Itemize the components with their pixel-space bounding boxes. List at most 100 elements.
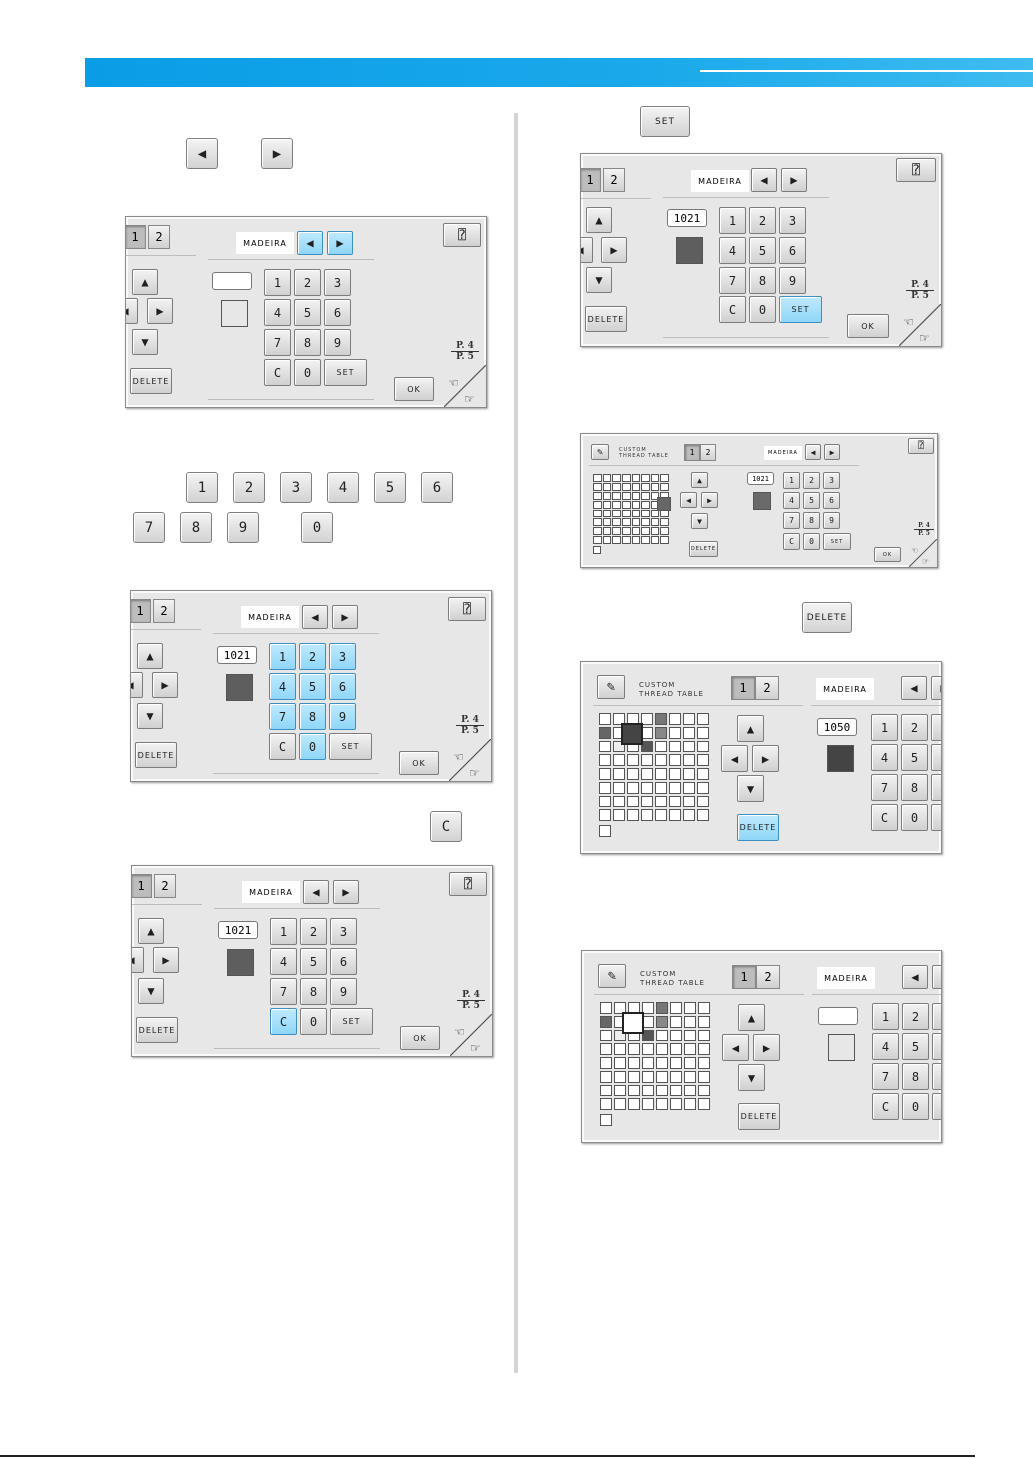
brand-next-button[interactable]: ▶ bbox=[931, 676, 941, 700]
key-6[interactable]: 6 bbox=[329, 673, 356, 700]
move-right-button[interactable]: ▶ bbox=[752, 745, 779, 772]
key-8[interactable]: 8 bbox=[902, 1063, 929, 1090]
key-6[interactable]: 6 bbox=[932, 1033, 941, 1060]
brand-prev-button[interactable]: ◀ bbox=[297, 231, 323, 255]
move-down-button[interactable]: ▼ bbox=[137, 703, 163, 729]
tab-page-2[interactable]: 2 bbox=[700, 444, 716, 461]
move-up-button[interactable]: ▲ bbox=[132, 269, 158, 295]
key-6[interactable]: 6 bbox=[779, 237, 806, 264]
key-3[interactable]: 3 bbox=[823, 472, 840, 489]
tab-page-1[interactable]: 1 bbox=[684, 444, 700, 461]
key-8[interactable]: 8 bbox=[299, 703, 326, 730]
delete-button[interactable]: DELETE bbox=[737, 814, 779, 841]
key-1[interactable]: 1 bbox=[270, 918, 297, 945]
key-3[interactable]: 3 bbox=[330, 918, 357, 945]
brand-next-button[interactable]: ▶ bbox=[333, 880, 359, 904]
page-turn-icon[interactable]: ☜ ☞ bbox=[449, 739, 491, 781]
key-9[interactable]: 9 bbox=[324, 329, 351, 356]
set-button[interactable]: SET bbox=[329, 733, 372, 760]
extra-cell[interactable] bbox=[593, 546, 601, 554]
key-7[interactable]: 7 bbox=[871, 774, 898, 801]
ok-button[interactable]: OK bbox=[847, 314, 889, 338]
key-1[interactable]: 1 bbox=[269, 643, 296, 670]
key-0[interactable]: 0 bbox=[901, 804, 928, 831]
key-c[interactable]: C bbox=[269, 733, 296, 760]
help-book-icon[interactable]: ⍰ bbox=[449, 872, 487, 896]
move-up-button[interactable]: ▲ bbox=[137, 643, 163, 669]
key-6[interactable]: 6 bbox=[330, 948, 357, 975]
move-up-button[interactable]: ▲ bbox=[691, 472, 708, 488]
thread-color-grid[interactable] bbox=[600, 1002, 710, 1110]
key-4[interactable]: 4 bbox=[719, 237, 746, 264]
brand-next-button[interactable]: ▶ bbox=[932, 965, 941, 989]
tab-page-2[interactable]: 2 bbox=[154, 874, 176, 898]
tab-page-2[interactable]: 2 bbox=[755, 676, 779, 700]
selected-thread-cell[interactable] bbox=[622, 1012, 644, 1034]
key-1[interactable]: 1 bbox=[872, 1003, 899, 1030]
key-6[interactable]: 6 bbox=[324, 299, 351, 326]
brand-prev-button[interactable]: ◀ bbox=[303, 880, 329, 904]
ok-button[interactable]: OK bbox=[874, 547, 901, 562]
key-5[interactable]: 5 bbox=[803, 492, 820, 509]
key-1[interactable]: 1 bbox=[719, 207, 746, 234]
help-book-icon[interactable]: ⍰ bbox=[448, 597, 486, 621]
brand-prev-button[interactable]: ◀ bbox=[805, 444, 821, 460]
key-c[interactable]: C bbox=[871, 804, 898, 831]
move-left-button[interactable]: ◀ bbox=[722, 1034, 749, 1061]
delete-button[interactable]: DELETE bbox=[738, 1103, 780, 1130]
key-5[interactable]: 5 bbox=[300, 948, 327, 975]
page-turn-icon[interactable]: ☜ ☞ bbox=[444, 365, 486, 407]
key-2[interactable]: 2 bbox=[901, 714, 928, 741]
move-left-button[interactable]: ◀ bbox=[126, 298, 138, 324]
move-up-button[interactable]: ▲ bbox=[738, 1004, 765, 1031]
move-up-button[interactable]: ▲ bbox=[586, 207, 612, 233]
brand-next-button[interactable]: ▶ bbox=[824, 444, 840, 460]
move-up-button[interactable]: ▲ bbox=[138, 918, 164, 944]
move-right-button[interactable]: ▶ bbox=[601, 237, 627, 263]
key-9[interactable]: 9 bbox=[931, 774, 941, 801]
key-8[interactable]: 8 bbox=[803, 512, 820, 529]
key-2[interactable]: 2 bbox=[902, 1003, 929, 1030]
key-5[interactable]: 5 bbox=[299, 673, 326, 700]
key-7[interactable]: 7 bbox=[269, 703, 296, 730]
key-2[interactable]: 2 bbox=[294, 269, 321, 296]
tab-page-1[interactable]: 1 bbox=[731, 676, 755, 700]
key-8[interactable]: 8 bbox=[901, 774, 928, 801]
move-left-button[interactable]: ◀ bbox=[581, 237, 593, 263]
set-button[interactable]: SET bbox=[779, 296, 822, 323]
key-0[interactable]: 0 bbox=[299, 733, 326, 760]
delete-button[interactable]: DELETE bbox=[135, 742, 177, 768]
key-5[interactable]: 5 bbox=[294, 299, 321, 326]
tab-page-1[interactable]: 1 bbox=[131, 599, 151, 623]
key-4[interactable]: 4 bbox=[270, 948, 297, 975]
tab-page-1[interactable]: 1 bbox=[126, 225, 146, 249]
tab-page-1[interactable]: 1 bbox=[132, 874, 152, 898]
tab-page-2[interactable]: 2 bbox=[756, 965, 780, 989]
key-7[interactable]: 7 bbox=[270, 978, 297, 1005]
set-button[interactable]: SET bbox=[932, 1093, 941, 1120]
move-down-button[interactable]: ▼ bbox=[138, 978, 164, 1004]
key-5[interactable]: 5 bbox=[902, 1033, 929, 1060]
thread-color-grid[interactable] bbox=[599, 713, 709, 821]
key-c[interactable]: C bbox=[872, 1093, 899, 1120]
move-right-button[interactable]: ▶ bbox=[152, 672, 178, 698]
key-0[interactable]: 0 bbox=[902, 1093, 929, 1120]
key-4[interactable]: 4 bbox=[872, 1033, 899, 1060]
tab-page-1[interactable]: 1 bbox=[581, 168, 601, 192]
delete-button[interactable]: DELETE bbox=[585, 306, 627, 332]
move-right-button[interactable]: ▶ bbox=[153, 947, 179, 973]
delete-button[interactable]: DELETE bbox=[689, 541, 718, 557]
key-c[interactable]: C bbox=[270, 1008, 297, 1035]
tab-page-1[interactable]: 1 bbox=[732, 965, 756, 989]
tab-page-2[interactable]: 2 bbox=[603, 168, 625, 192]
ok-button[interactable]: OK bbox=[394, 377, 434, 401]
key-0[interactable]: 0 bbox=[294, 359, 321, 386]
set-button[interactable]: SET bbox=[324, 359, 367, 386]
set-button[interactable]: SET bbox=[330, 1008, 373, 1035]
move-left-button[interactable]: ◀ bbox=[132, 947, 144, 973]
key-0[interactable]: 0 bbox=[300, 1008, 327, 1035]
key-2[interactable]: 2 bbox=[299, 643, 326, 670]
key-5[interactable]: 5 bbox=[901, 744, 928, 771]
key-0[interactable]: 0 bbox=[749, 296, 776, 323]
key-9[interactable]: 9 bbox=[823, 512, 840, 529]
